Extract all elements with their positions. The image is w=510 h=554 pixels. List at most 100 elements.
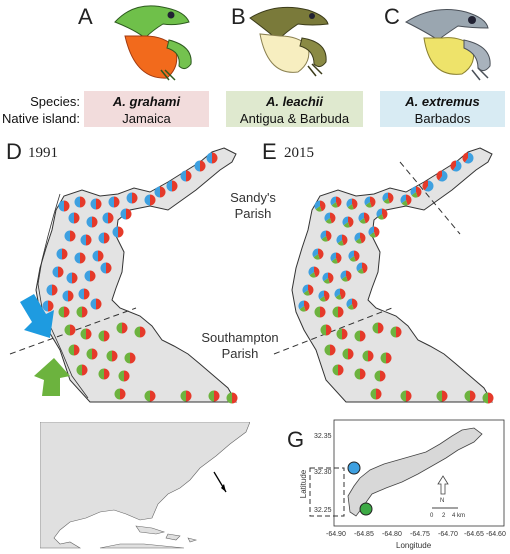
pie-slice-5 xyxy=(406,194,412,206)
scale-tick-0: 0 xyxy=(430,513,434,519)
scale-tick-2: 2 xyxy=(442,513,446,519)
pie-slice-28 xyxy=(335,294,342,300)
pie-slice-18 xyxy=(369,232,376,238)
pie-slice-23 xyxy=(72,272,78,284)
pie-slice-7 xyxy=(114,196,120,208)
pie-slice-17 xyxy=(354,232,360,242)
pie-slice-37 xyxy=(134,326,140,338)
pie-slice-41 xyxy=(130,352,136,364)
pie-slice-16 xyxy=(86,234,92,246)
pie-slice-15 xyxy=(64,230,70,242)
lizard-leachii-illustration xyxy=(249,6,329,77)
pie-slice-11 xyxy=(74,212,80,224)
island-landmass xyxy=(291,147,493,403)
pie-slice-4 xyxy=(154,186,160,198)
pie-slice-19 xyxy=(313,254,320,260)
pie-slice-8 xyxy=(90,198,96,210)
pie-slice-46 xyxy=(150,390,156,402)
pie-slice-37 xyxy=(396,326,402,338)
y-tick: 32.35 xyxy=(314,433,332,440)
pie-slice-30 xyxy=(320,306,326,318)
pie-slice-7 xyxy=(108,196,114,208)
pie-slice-38 xyxy=(68,344,74,356)
pie-slice-22 xyxy=(58,266,64,278)
pie-slice-21 xyxy=(92,250,98,262)
pie-slice-28 xyxy=(84,288,90,300)
site-marker-green xyxy=(359,502,373,516)
pie-slice-18 xyxy=(112,226,118,238)
pie-slice-32 xyxy=(90,298,96,310)
pie-slice-17 xyxy=(355,238,362,244)
pie-slice-16 xyxy=(342,234,348,246)
pie-slice-6 xyxy=(126,192,132,204)
pie-slice-21 xyxy=(354,250,360,262)
site-marker-blue xyxy=(347,461,361,475)
pie-slice-30 xyxy=(64,306,70,318)
pie-slice-25 xyxy=(106,262,112,274)
pie-slice-43 xyxy=(354,368,360,380)
pie-slice-20 xyxy=(330,252,336,262)
pie-slice-9 xyxy=(80,196,86,208)
dashed-boundary xyxy=(9,307,137,355)
pie-slice-15 xyxy=(320,230,326,240)
map-panel-f xyxy=(40,422,250,549)
pie-slice-22 xyxy=(52,266,58,278)
pie-slice-22 xyxy=(314,266,320,278)
lizard-extremus-illustration xyxy=(404,9,491,81)
pie-slice-23 xyxy=(322,272,328,282)
pie-slice-16 xyxy=(336,234,342,244)
species-name: A. leachii xyxy=(265,94,324,109)
pie-slice-20 xyxy=(331,258,338,264)
pie-slice-34 xyxy=(336,328,342,340)
pie-slice-4 xyxy=(160,186,166,198)
pie-slice-24 xyxy=(340,270,346,280)
pie-slice-19 xyxy=(312,248,318,258)
pie-slice-10 xyxy=(315,206,322,212)
pie-slice-15 xyxy=(321,236,328,242)
pie-slice-39 xyxy=(342,348,348,360)
pie-slice-21 xyxy=(349,256,356,262)
pie-slice-16 xyxy=(337,240,344,246)
pie-slice-18 xyxy=(118,226,124,238)
x-tick: -64.90 xyxy=(326,531,346,538)
pie-slice-12 xyxy=(86,216,92,228)
pie-slice-37 xyxy=(390,326,396,338)
pie-slice-22 xyxy=(308,266,314,276)
pie-slice-0 xyxy=(464,152,474,164)
pie-slice-42 xyxy=(338,364,344,376)
year-label-d: 1991 xyxy=(28,145,58,161)
pie-slice-13 xyxy=(358,212,364,222)
pie-slice-26 xyxy=(52,284,58,296)
x-tick: -64.80 xyxy=(382,531,402,538)
pie-slice-19 xyxy=(318,248,324,260)
pie-slice-25 xyxy=(100,262,106,274)
y-tick: 32.25 xyxy=(314,507,332,514)
pie-slice-35 xyxy=(98,330,104,342)
pie-slice-0 xyxy=(212,152,218,164)
pie-slice-35 xyxy=(104,330,110,342)
pie-slice-28 xyxy=(340,288,346,300)
pie-slice-42 xyxy=(76,364,82,376)
pie-slice-33 xyxy=(64,324,70,336)
pie-slice-18 xyxy=(374,226,380,238)
pie-slice-29 xyxy=(304,300,310,312)
pie-slice-40 xyxy=(368,350,374,362)
pie-slice-16 xyxy=(80,234,86,246)
caribbean-islands xyxy=(135,525,198,543)
pie-slice-19 xyxy=(56,248,62,260)
pie-slice-31 xyxy=(82,306,88,318)
parish-line: Parish xyxy=(234,206,272,221)
pie-slice-44 xyxy=(118,370,124,382)
pie-slice-20 xyxy=(80,252,86,264)
pie-slice-33 xyxy=(320,324,326,336)
pie-slice-23 xyxy=(323,278,330,284)
pie-slice-14 xyxy=(126,208,132,220)
pie-slice-6 xyxy=(383,198,390,204)
north-america-landmass xyxy=(40,422,250,549)
panel-label-b: B xyxy=(231,4,246,29)
pie-slice-40 xyxy=(362,350,368,362)
pie-slice-12 xyxy=(348,216,354,228)
pie-slice-29 xyxy=(48,300,54,312)
pie-slice-9 xyxy=(336,196,342,208)
pie-slice-23 xyxy=(328,272,334,284)
